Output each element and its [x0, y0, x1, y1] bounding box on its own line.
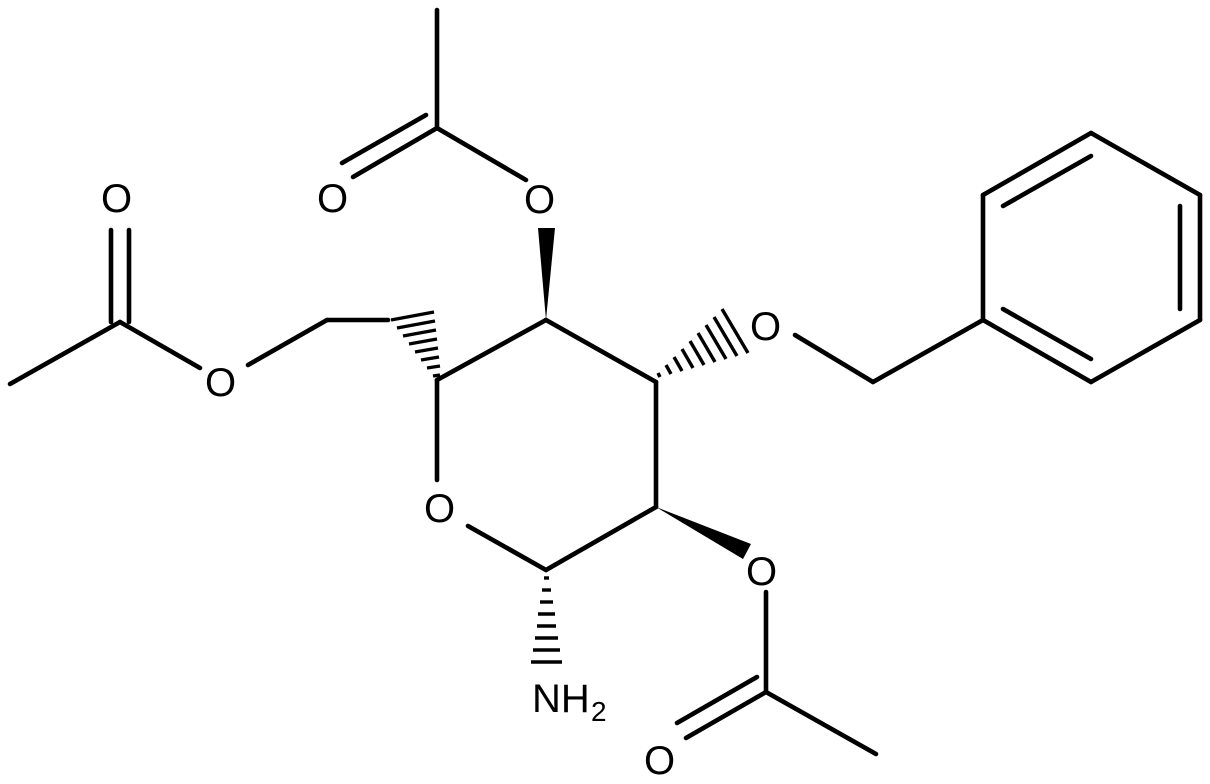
acetyl-left-link-oxygen-label: O: [205, 361, 236, 405]
acetyl-group-left: [7, 227, 391, 387]
c2-wedge-bond: [656, 507, 751, 559]
acetyl-group-top: [339, 7, 529, 183]
acetyl-left-carbonyl-oxygen-label: O: [101, 177, 132, 221]
c1-hash-bond: [531, 576, 562, 664]
acetyl-bottom-link-oxygen-label: O: [746, 550, 777, 594]
c4-wedge-bond: [538, 228, 555, 320]
amine-subscript: 2: [591, 696, 607, 727]
acetyl-bottom-carbonyl-oxygen-label: O: [644, 739, 675, 783]
acetyl-group-bottom: [674, 589, 879, 757]
acetyl-top-carbonyl-oxygen-label: O: [317, 177, 348, 221]
pyranose-ring-bonds: [434, 317, 659, 573]
acetyl-top-link-oxygen-label: O: [524, 178, 555, 222]
c5-hash-bond: [390, 310, 441, 378]
amine-label: NH: [532, 677, 590, 721]
c3-hash-bond: [656, 308, 750, 378]
ring-oxygen-label: O: [424, 487, 455, 531]
benzyl-group: [792, 130, 1203, 385]
benzyl-oxygen-label: O: [750, 305, 781, 349]
